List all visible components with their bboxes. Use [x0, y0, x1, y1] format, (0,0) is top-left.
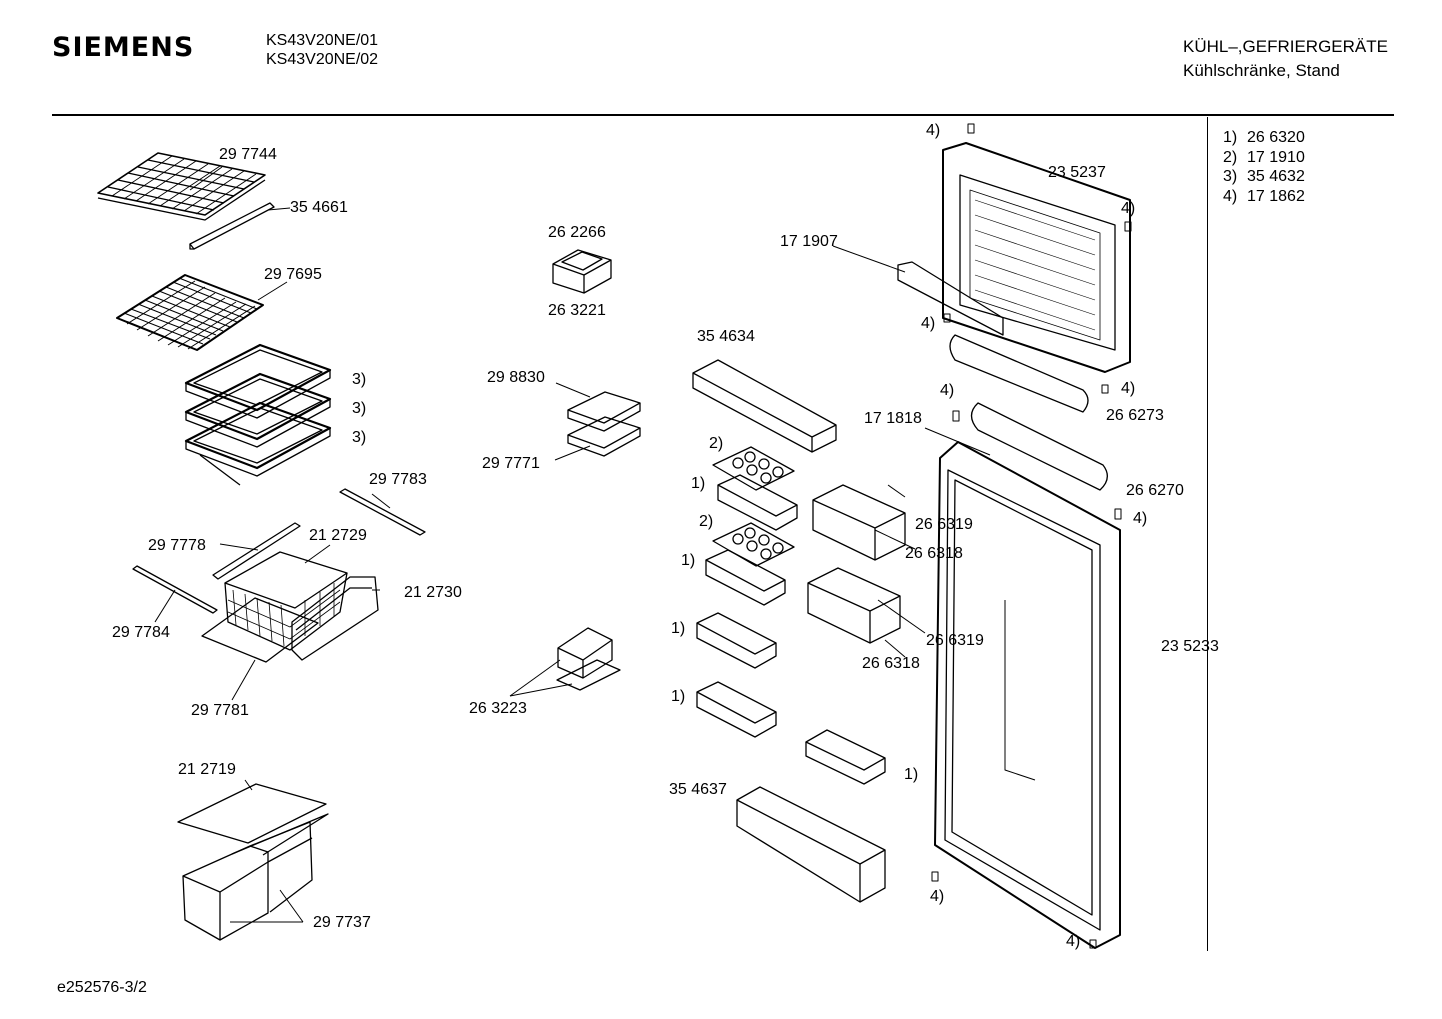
part-label: 29 7778	[148, 537, 206, 554]
footnote-item: 2) 17 1910	[1223, 148, 1305, 168]
door-panel-part	[897, 261, 1004, 336]
footnote-ref: 3)	[352, 371, 367, 388]
part-label: 26 6319	[926, 632, 984, 649]
footnote-ref: 4)	[1121, 380, 1136, 397]
model-number-2: KS43V20NE/02	[266, 51, 379, 68]
footnote-ref: 1)	[671, 688, 686, 705]
wire-shelf-part	[97, 152, 266, 221]
footnote-ref: 1)	[681, 552, 696, 569]
part-label: 29 7744	[219, 146, 277, 163]
footnote-ref: 4)	[1066, 933, 1081, 950]
part-label: 26 2266	[548, 224, 606, 241]
footnote-list: 1) 26 6320 2) 17 1910 3) 35 4632 4) 17 1862	[1223, 128, 1305, 206]
footnote-ref: 4)	[921, 315, 936, 332]
part-label: 26 3221	[548, 302, 606, 319]
footnote-value: 17 1862	[1247, 187, 1305, 205]
crisper-lid-part	[177, 783, 327, 844]
footnote-ref: 1)	[671, 620, 686, 637]
part-label: 26 3223	[469, 700, 527, 717]
part-label: 29 7784	[112, 624, 170, 641]
drawer-cover-part	[201, 597, 319, 663]
storage-box-part	[556, 627, 621, 691]
document-reference: e252576-3/2	[57, 979, 147, 996]
part-label: 21 2730	[404, 584, 462, 601]
footnote-item: 1) 26 6320	[1223, 128, 1305, 148]
footnote-key: 3)	[1223, 168, 1238, 185]
footnote-ref: 1)	[904, 766, 919, 783]
leader-lines	[154, 166, 991, 923]
screw-part	[931, 123, 1132, 949]
part-label: 26 6319	[915, 516, 973, 533]
model-number-1: KS43V20NE/01	[266, 32, 379, 49]
footnote-ref: 4)	[930, 888, 945, 905]
footnote-key: 1)	[1223, 129, 1238, 146]
part-label: 26 6273	[1106, 407, 1164, 424]
part-label: 29 7737	[313, 914, 371, 931]
grid-shelf-part	[116, 274, 264, 351]
small-rack-part	[696, 474, 886, 785]
door-rack-part	[692, 359, 837, 453]
footnote-ref: 3)	[352, 429, 367, 446]
category-subtitle: Kühlschränke, Stand	[1183, 61, 1340, 80]
small-tray-part	[567, 391, 641, 457]
drawer-basket-part	[224, 551, 348, 651]
footnote-value: 17 1910	[1247, 148, 1305, 166]
header-divider	[52, 114, 1394, 116]
model-numbers: KS43V20NE/01 KS43V20NE/02	[266, 31, 378, 69]
footnote-value: 26 6320	[1247, 129, 1305, 146]
butter-box-part	[807, 484, 906, 644]
rail-part	[132, 488, 426, 614]
part-label: 23 5233	[1161, 638, 1219, 655]
footnote-item: 3) 35 4632	[1223, 167, 1305, 187]
part-label: 17 1907	[780, 233, 838, 250]
bottle-rack-part	[736, 786, 886, 903]
footnote-divider	[1207, 117, 1208, 951]
footnote-ref: 2)	[709, 435, 724, 452]
part-label: 26 6318	[905, 545, 963, 562]
footnote-ref: 1)	[691, 475, 706, 492]
freezer-door-part	[942, 142, 1131, 373]
ice-tray-part	[552, 249, 612, 294]
part-label: 29 7771	[482, 455, 540, 472]
footnote-ref: 3)	[352, 400, 367, 417]
part-label: 35 4661	[290, 199, 348, 216]
part-label: 17 1818	[864, 410, 922, 427]
part-label: 21 2719	[178, 761, 236, 778]
footnote-ref: 4)	[1121, 200, 1136, 217]
shelf-rail-part	[189, 202, 275, 250]
part-label: 29 8830	[487, 369, 545, 386]
part-label: 21 2729	[309, 527, 367, 544]
part-label: 35 4637	[669, 781, 727, 798]
footnote-ref: 4)	[1133, 510, 1148, 527]
footnote-ref: 4)	[926, 122, 941, 139]
part-label: 26 6270	[1126, 482, 1184, 499]
footnote-key: 4)	[1223, 187, 1238, 205]
egg-tray-part	[712, 446, 795, 567]
part-label: 35 4634	[697, 328, 755, 345]
part-label: 29 7781	[191, 702, 249, 719]
part-label: 26 6318	[862, 655, 920, 672]
category-title: KÜHL–,GEFRIERGERÄTE	[1183, 37, 1388, 56]
part-label: 29 7695	[264, 266, 322, 283]
category-heading: KÜHL–,GEFRIERGERÄTE Kühlschränke, Stand	[1183, 35, 1388, 83]
footnote-key: 2)	[1223, 148, 1238, 166]
brand-logo: SIEMENS	[52, 32, 195, 63]
part-label: 29 7783	[369, 471, 427, 488]
framed-shelf-part	[184, 343, 332, 486]
drawer-front-part	[291, 576, 379, 661]
footnote-ref: 4)	[940, 382, 955, 399]
footnote-ref: 2)	[699, 513, 714, 530]
footnote-item: 4) 17 1862	[1223, 187, 1305, 207]
crisper-box-part	[182, 813, 329, 941]
part-label: 23 5237	[1048, 164, 1106, 181]
footnote-value: 35 4632	[1247, 168, 1305, 185]
door-handle-part	[949, 334, 1108, 491]
